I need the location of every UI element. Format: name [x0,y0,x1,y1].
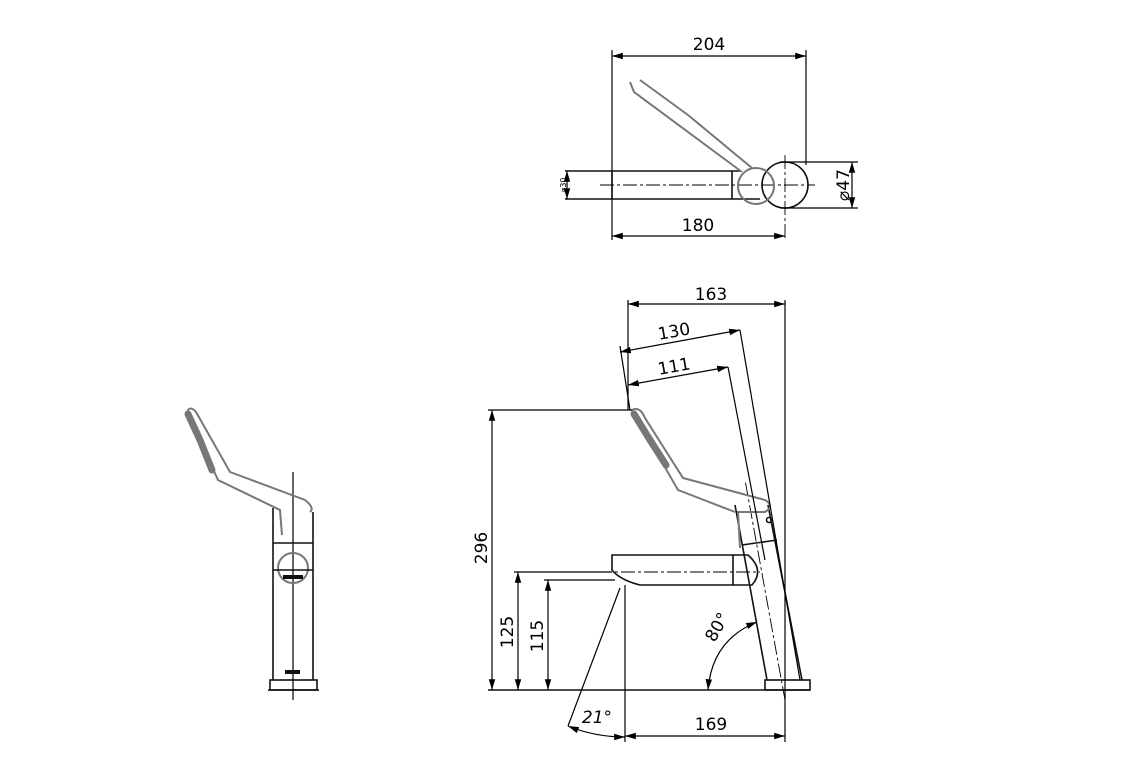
spout-front [611,554,759,586]
dim-label-163: 163 [695,285,727,305]
dim-label-111: 111 [656,354,691,379]
dim-label-21deg: 21° [582,708,612,728]
front-view: 163 130 111 296 125 115 169 21° 80° [472,285,811,742]
dim-label-115: 115 [528,620,548,652]
top-view: 204 ⌀47 ⌀30 180 [559,35,858,240]
dim-label-d47: ⌀47 [834,169,854,201]
lever-top [629,79,753,173]
dim-label-180: 180 [682,216,714,236]
dim-label-204: 204 [693,35,725,55]
dim-label-169: 169 [695,715,727,735]
dim-label-130: 130 [656,319,691,344]
side-view [184,407,319,700]
dim-label-296: 296 [472,532,492,564]
dim-label-d30: ⌀30 [559,178,568,193]
dim-label-125: 125 [498,616,518,648]
